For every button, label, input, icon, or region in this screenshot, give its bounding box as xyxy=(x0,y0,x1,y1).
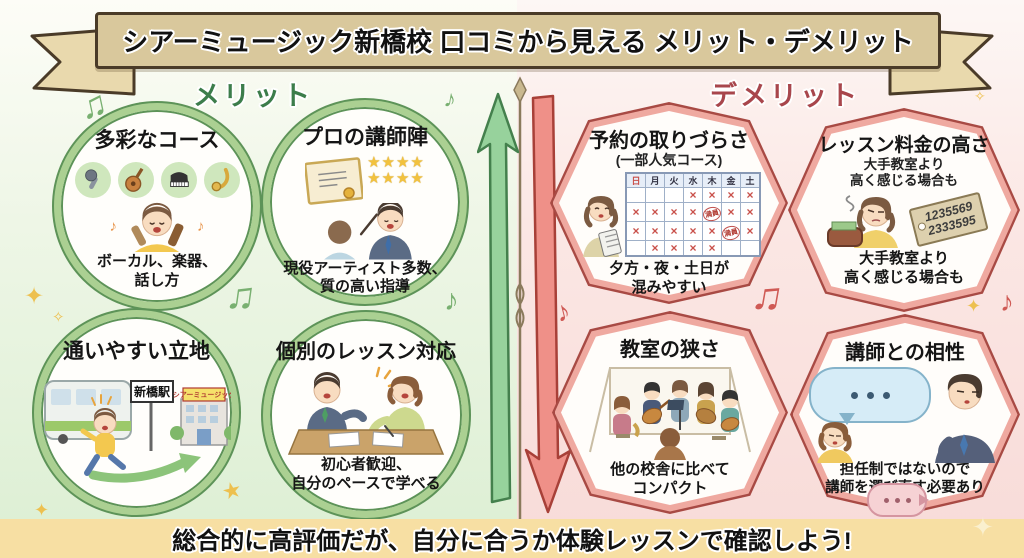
music-note-icon: ♪ xyxy=(1000,286,1014,317)
ellipsis-dot xyxy=(905,497,911,503)
student-illustration xyxy=(817,422,853,463)
demerit-heading: デメリット xyxy=(710,81,860,111)
merit-card-individual-title: 個別のレッスン対応 xyxy=(276,341,456,363)
microphone-icon xyxy=(84,169,98,190)
full-stamp: 満員 xyxy=(701,201,723,223)
music-note-icon: ♪ xyxy=(109,217,118,235)
rating-stars: ★★★★ ★★★★ xyxy=(367,155,425,187)
demerit-card-compatibility-title: 講師との相性 xyxy=(845,342,965,364)
woman-with-schedule-illustration xyxy=(583,195,622,257)
demerit-card-booking-caption: 夕方・夜・土日が 混みやすい xyxy=(608,259,729,296)
saxophone-icon xyxy=(211,167,229,192)
sparkle-icon: ✦ xyxy=(972,512,994,542)
speech-bubble-small xyxy=(867,483,929,517)
page-title: シアーミュージック新橋校 口コミから見える メリット・デメリット xyxy=(122,27,914,57)
music-note-icon: ♪ xyxy=(197,217,205,235)
footer-banner: 総合的に高評価だが、自分に合うか体験レッスンで確認しよう! xyxy=(0,519,1024,558)
demerit-card-price-subtitle: 大手教室より 高く感じる場合も xyxy=(850,157,958,189)
teacher-and-student-illustration xyxy=(324,203,412,260)
merit-card-courses-caption: ボーカル、楽器、 話し方 xyxy=(96,253,217,289)
demerit-card-room-title: 教室の狭さ xyxy=(620,339,720,361)
sparkle-icon: ✦ xyxy=(966,296,982,316)
counseling-illustration xyxy=(287,366,445,455)
price-tag: 1235569 2333595 xyxy=(908,191,988,247)
demerit-down-arrow xyxy=(524,94,572,514)
student-figure-back xyxy=(654,428,686,460)
title-ribbon: シアーミュージック新橋校 口コミから見える メリット・デメリット xyxy=(95,12,941,69)
demerit-card-booking-subtitle: (一部人気コース) xyxy=(615,152,723,168)
student-figure xyxy=(641,382,671,425)
ellipsis-dot xyxy=(894,497,900,503)
demerit-card-room-caption: 他の校舎に比べて コンパクト xyxy=(610,461,730,497)
student-figure xyxy=(667,380,689,430)
sparkle-icon: ✦ xyxy=(24,283,45,310)
merit-card-individual-lessons: 個別のレッスン対応 初心者歓迎、 自分のペースで学べる xyxy=(263,312,469,518)
student-with-instruments-illustration xyxy=(131,202,184,252)
ellipsis-dot xyxy=(882,391,890,399)
merit-up-arrow xyxy=(477,92,519,504)
piano-bubble xyxy=(160,162,197,198)
merit-card-location-title: 通いやすい立地 xyxy=(63,340,210,363)
sparkle-icon: ✧ xyxy=(974,88,986,104)
merit-card-instructors-caption: 現役アーティスト多数、 質の高い指導 xyxy=(283,259,447,296)
crowded-classroom-illustration xyxy=(589,367,751,460)
station-and-school-illustration: 新橋駅 シアーミュージック xyxy=(43,380,231,483)
divider-ornament-line xyxy=(513,76,527,522)
demerit-card-price-title: レッスン料金の高さ xyxy=(818,135,990,156)
music-note-icon: ♪ xyxy=(444,284,459,317)
instrument-bubbles xyxy=(74,162,240,198)
ellipsis-dot xyxy=(866,391,874,399)
ellipsis-dot xyxy=(883,497,889,503)
ellipsis-dot xyxy=(850,391,858,399)
star-rating-row: ★★★★ xyxy=(367,154,425,171)
demerit-card-compatibility: 講師との相性 xyxy=(790,314,1020,517)
station-sign-label: 新橋駅 xyxy=(133,384,170,399)
sparkle-icon: ✧ xyxy=(52,309,65,326)
merit-card-courses: 多彩なコース xyxy=(54,103,260,309)
full-stamp: 満員 xyxy=(720,220,742,242)
demerit-card-room-size: 教室の狭さ xyxy=(552,311,788,514)
school-sign-label: シアーミュージック xyxy=(172,390,230,399)
footer-message: 総合的に高評価だが、自分に合うか体験レッスンで確認しよう! xyxy=(172,528,852,555)
demerit-card-price-caption: 大手教室より 高く感じる場合も xyxy=(843,250,964,287)
booking-calendar: 日 月 火 水 木 金 土 × × × xyxy=(625,171,761,257)
merit-heading: メリット xyxy=(193,81,313,111)
instructor-illustration xyxy=(935,374,995,463)
merit-card-location: 通いやすい立地 新橋駅 シアーミュージック xyxy=(34,310,239,515)
student-figure xyxy=(695,382,717,424)
speech-bubble-large xyxy=(809,367,931,425)
vocal-bubble xyxy=(74,162,111,198)
merit-card-instructors: プロの講師陣 ★★★★ ★★★★ 現役アーティスト多数、 xyxy=(263,100,467,304)
certificate-icon xyxy=(305,157,364,205)
merit-card-instructors-title: プロの講師陣 xyxy=(302,126,428,149)
demerit-card-booking: 予約の取りづらさ (一部人気コース) 日 月 火 xyxy=(550,102,788,304)
merit-card-courses-title: 多彩なコース xyxy=(94,129,220,152)
saxophone-bubble xyxy=(203,162,240,198)
guitar-bubble xyxy=(117,162,154,198)
star-rating-row: ★★★★ xyxy=(367,169,425,187)
piano-icon xyxy=(169,172,189,187)
student-figure xyxy=(720,390,740,432)
student-figure xyxy=(613,396,640,438)
merit-card-individual-caption: 初心者歓迎、 自分のペースで学べる xyxy=(291,456,441,492)
guitar-icon xyxy=(124,167,143,192)
sparkle-icon: ✦ xyxy=(34,500,50,520)
demerit-card-booking-title: 予約の取りづらさ xyxy=(589,130,749,152)
demerit-card-price: レッスン料金の高さ 大手教室より 高く感じる場合も 1 xyxy=(788,108,1020,312)
worried-woman-with-wallet-illustration xyxy=(826,195,898,249)
